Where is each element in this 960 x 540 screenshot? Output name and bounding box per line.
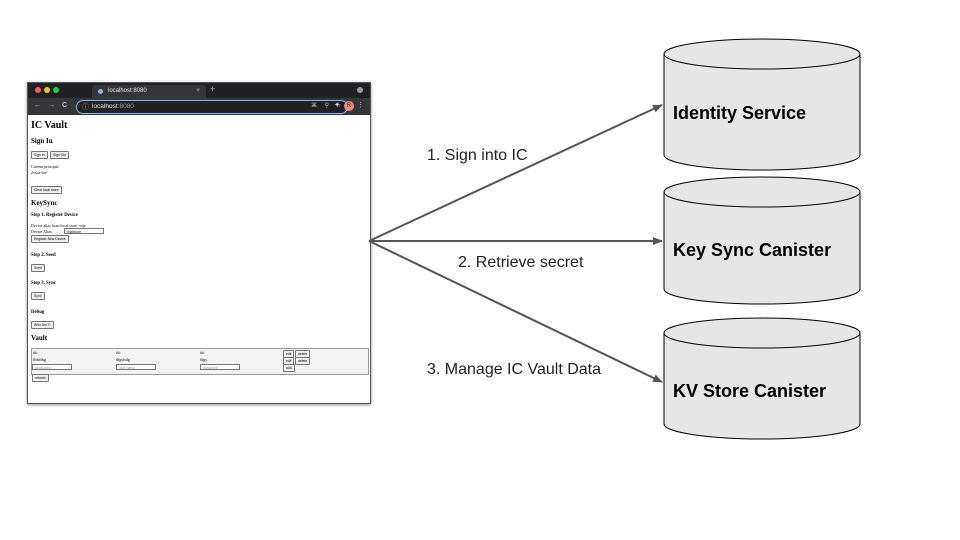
sign-in-heading: Sign In — [31, 137, 53, 145]
tab-title: localhost:8080 — [108, 88, 147, 94]
browser-menu-icon[interactable]: ⋮ — [357, 102, 364, 109]
arrow-to-identity-service — [368, 104, 663, 242]
device-alias-from-store: Device alias from local store: wqe — [31, 223, 86, 228]
reload-icon[interactable]: C — [62, 102, 68, 109]
vault-heading: Vault — [31, 334, 48, 342]
arrow-to-kv-store-canister — [368, 240, 663, 383]
application-input[interactable]: application — [32, 364, 72, 370]
browser-window-screenshot: localhost:8080 × + ← → C ⓘ localhost:808… — [27, 82, 371, 404]
vault-row-app: iiii — [33, 350, 38, 355]
sync-button[interactable]: Sync — [31, 292, 45, 300]
device-alias-label: Device Alias: — [31, 229, 53, 234]
step1-heading: Step 1. Register Device — [31, 213, 78, 218]
vault-web-page: IC Vault Sign In Sign In Sign Out Curren… — [28, 115, 370, 403]
device-alias-input[interactable]: myphone — [64, 228, 104, 234]
close-window-icon[interactable] — [35, 87, 41, 93]
refresh-button[interactable]: refresh — [32, 374, 49, 382]
arrow-label-manage-data: 3. Manage IC Vault Data — [427, 361, 602, 378]
forward-icon[interactable]: → — [48, 102, 55, 109]
seed-button[interactable]: Seed — [31, 264, 45, 272]
vault-row-pass: fdgs — [200, 357, 207, 362]
bookmark-star-icon[interactable]: ☆ — [335, 103, 341, 109]
identity-service-label: Identity Service — [673, 103, 807, 123]
vault-table — [31, 348, 369, 375]
step3-heading: Step 3. Sync — [31, 281, 56, 286]
sign-out-button[interactable]: Sign Out — [50, 151, 70, 159]
zoom-icon[interactable]: ⚲ — [324, 103, 329, 109]
tab-close-icon[interactable]: × — [196, 88, 200, 94]
add-button[interactable]: add — [283, 364, 295, 372]
browser-toolbar: ← → C ⓘ localhost:8080 ⌘ ⚲ ☆ ✦ R ⋮ — [28, 98, 370, 115]
page-title: IC Vault — [31, 120, 68, 131]
kv-store-canister-label: KV Store Canister — [673, 381, 827, 401]
minimize-window-icon[interactable] — [44, 87, 50, 93]
step2-heading: Step 2. Seed — [31, 253, 56, 258]
vault-row-user: dfgsfsdg — [116, 357, 130, 362]
current-principal-value: 2vxsx-fae — [31, 170, 47, 175]
clear-local-store-button[interactable]: Clear local store — [31, 186, 62, 194]
vault-row-app: ffdsfdsg — [33, 357, 47, 362]
debug-heading: Debug — [31, 310, 45, 315]
key-sync-canister-label: Key Sync Canister — [673, 240, 832, 260]
extensions-icon[interactable]: ✦ — [334, 102, 340, 109]
maximize-window-icon[interactable] — [53, 87, 59, 93]
current-principal-label: Current principal: — [31, 164, 60, 169]
vault-row-pass: iiii — [200, 350, 205, 355]
new-tab-icon[interactable]: + — [210, 84, 216, 94]
site-info-icon[interactable]: ⓘ — [82, 104, 89, 111]
password-input[interactable]: password — [200, 364, 240, 370]
back-icon[interactable]: ← — [34, 102, 41, 109]
tab-search-icon[interactable] — [357, 87, 363, 93]
keysync-heading: KeySync — [31, 199, 58, 207]
vault-row-user: iiii — [116, 350, 121, 355]
profile-avatar[interactable]: R — [344, 101, 354, 111]
browser-tab-bar: localhost:8080 × + — [28, 83, 370, 98]
qr-code-icon[interactable]: ⌘ — [311, 103, 317, 109]
register-device-button[interactable]: Register New Device — [31, 235, 69, 243]
globe-icon — [98, 89, 103, 94]
user-name-input[interactable]: user name — [116, 364, 156, 370]
browser-tab[interactable]: localhost:8080 × — [92, 85, 206, 98]
who-am-i-button[interactable]: Who Am I? — [31, 321, 54, 329]
arrow-label-retrieve-secret: 2. Retrieve secret — [458, 254, 584, 271]
address-bar[interactable]: ⓘ localhost:8080 ⌘ ⚲ ☆ — [76, 100, 348, 114]
sign-in-button[interactable]: Sign In — [31, 151, 48, 159]
url-text: localhost:8080 — [92, 103, 134, 110]
delete-button[interactable]: delete — [295, 357, 311, 365]
arrow-label-sign-in: 1. Sign into IC — [427, 147, 528, 164]
